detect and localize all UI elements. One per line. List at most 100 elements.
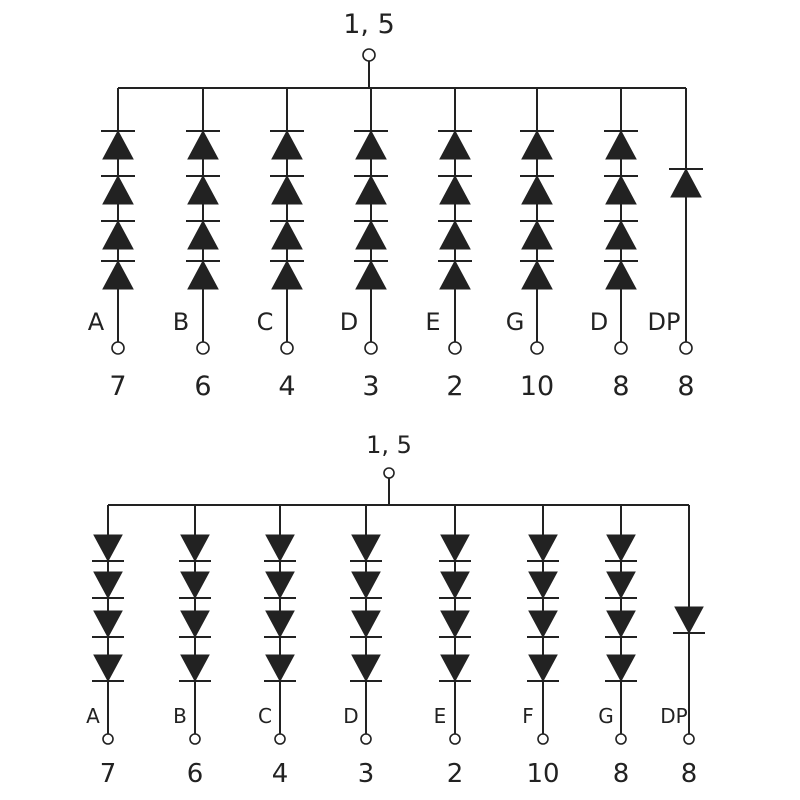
pin-terminal — [683, 733, 695, 745]
diode-triangle — [439, 259, 471, 290]
segment-column-g: G 10 — [506, 88, 554, 402]
led-diode — [350, 571, 382, 600]
diode-triangle — [605, 174, 637, 205]
diode-triangle — [521, 219, 553, 250]
led-diode — [101, 174, 135, 205]
diode-triangle — [187, 129, 219, 160]
diode-triangle — [265, 571, 295, 600]
segment-label: C — [258, 704, 272, 728]
led-diode — [186, 174, 220, 205]
led-diode — [527, 571, 559, 600]
diode-triangle — [102, 259, 134, 290]
diode-triangle — [521, 129, 553, 160]
diode-triangle — [606, 534, 636, 563]
pin-terminal — [196, 341, 210, 355]
diode-triangle — [265, 534, 295, 563]
led-diode — [527, 654, 559, 683]
led-diode — [438, 259, 472, 290]
led-diode — [438, 129, 472, 160]
led-diode — [605, 610, 637, 639]
diode-triangle — [439, 174, 471, 205]
led-diode — [270, 259, 304, 290]
diode-triangle — [102, 219, 134, 250]
led-diode — [186, 219, 220, 250]
diode-triangle — [440, 571, 470, 600]
led-diode — [520, 129, 554, 160]
led-diode — [605, 534, 637, 563]
led-diode — [101, 129, 135, 160]
diode-triangle — [440, 610, 470, 639]
diode-triangle — [271, 259, 303, 290]
led-diode — [92, 654, 124, 683]
diode-triangle — [440, 534, 470, 563]
pin-terminal — [449, 733, 461, 745]
pin-terminal — [360, 733, 372, 745]
diode-triangle — [670, 167, 702, 198]
led-diode — [438, 219, 472, 250]
diode-triangle — [605, 259, 637, 290]
pin-terminal — [274, 733, 286, 745]
led-diode — [270, 129, 304, 160]
segment-column-b: B6 — [173, 505, 211, 789]
segment-column-d: D3 — [343, 505, 382, 789]
segment-column-f: F10 — [522, 505, 560, 789]
led-diode — [439, 571, 471, 600]
led-diode — [604, 219, 638, 250]
pin-number: 2 — [447, 759, 464, 789]
segment-column-dp: DP 8 — [660, 505, 705, 789]
diode-triangle — [440, 654, 470, 683]
segment-column-g: G8 — [598, 505, 637, 789]
led-diode — [179, 654, 211, 683]
pin-number: 8 — [681, 759, 698, 789]
segment-label: F — [522, 704, 534, 728]
led-diode — [186, 259, 220, 290]
diode-triangle — [271, 174, 303, 205]
segment-column-e: E2 — [425, 88, 472, 402]
diode-triangle — [271, 129, 303, 160]
led-diode — [604, 129, 638, 160]
diode-triangle — [271, 219, 303, 250]
pin-number: 4 — [278, 371, 295, 402]
pin-number: 10 — [520, 371, 554, 402]
diode-triangle — [93, 654, 123, 683]
segment-label: A — [86, 704, 100, 728]
common-pin-label: 1, 5 — [343, 9, 395, 40]
common-pin-terminal — [362, 48, 376, 62]
segment-column-b: B6 — [173, 88, 220, 402]
diode-triangle — [351, 610, 381, 639]
segment-label: G — [506, 308, 525, 336]
led-diode — [264, 654, 296, 683]
diode-triangle — [265, 610, 295, 639]
diode-triangle — [439, 219, 471, 250]
led-diode — [439, 610, 471, 639]
led-diode — [264, 534, 296, 563]
led-diode — [92, 534, 124, 563]
pin-number: 4 — [272, 759, 289, 789]
pin-terminal — [280, 341, 294, 355]
diode-triangle — [355, 259, 387, 290]
segment-label: DP — [648, 308, 681, 336]
diode-triangle — [521, 174, 553, 205]
common-pin-terminal — [383, 467, 395, 479]
led-diode — [179, 534, 211, 563]
diode-triangle — [606, 571, 636, 600]
pin-terminal — [615, 733, 627, 745]
segment-label: B — [173, 308, 189, 336]
diode-triangle — [606, 654, 636, 683]
segment-label: DP — [660, 704, 687, 728]
led-diode — [92, 610, 124, 639]
pin-number: 3 — [362, 371, 379, 402]
led-diode — [354, 129, 388, 160]
segment-column-a: A7 — [86, 505, 124, 789]
diode-triangle — [605, 219, 637, 250]
led-diode — [101, 259, 135, 290]
led-diode — [520, 174, 554, 205]
diode-triangle — [521, 259, 553, 290]
segment-label: E — [434, 704, 447, 728]
diode-triangle — [355, 174, 387, 205]
diode-triangle — [265, 654, 295, 683]
diode-triangle — [528, 571, 558, 600]
diode-triangle — [102, 174, 134, 205]
